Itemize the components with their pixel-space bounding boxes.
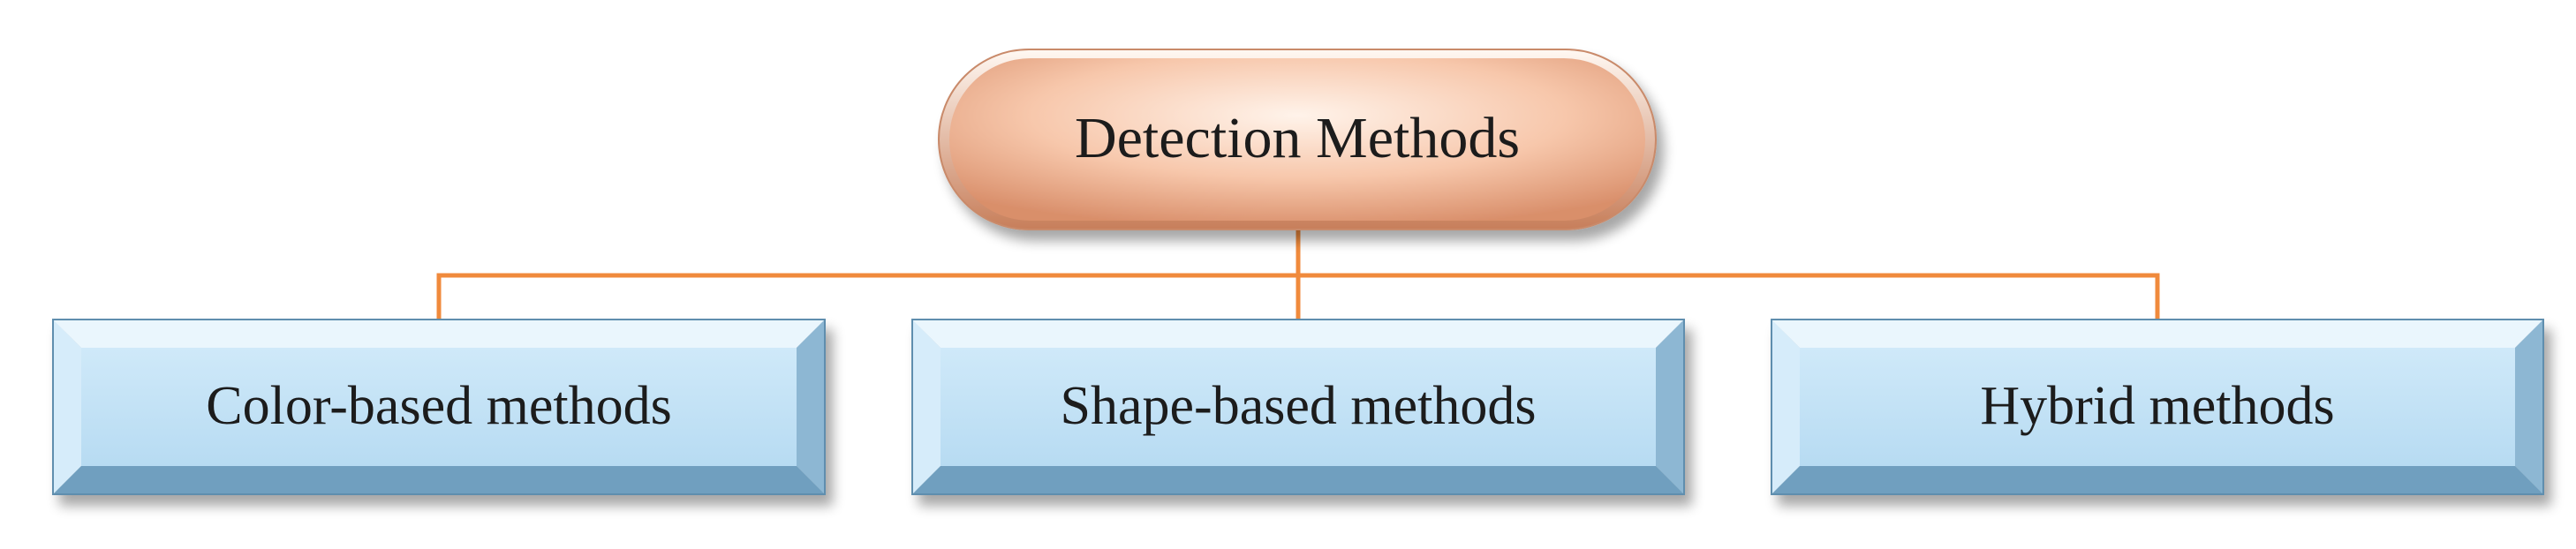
bevel-bottom <box>53 466 825 494</box>
bevel-right <box>797 320 825 494</box>
bevel-top <box>53 320 825 348</box>
child-node-color-based: Color-based methods <box>52 319 826 495</box>
bevel-left <box>1771 320 1800 494</box>
connector-lines <box>436 229 2160 322</box>
child-node-shape-based: Shape-based methods <box>911 319 1685 495</box>
child-node-hybrid: Hybrid methods <box>1771 319 2544 495</box>
bevel-left <box>53 320 81 494</box>
root-node-face <box>949 58 1645 221</box>
bevel-right <box>2515 320 2543 494</box>
bevel-left <box>912 320 941 494</box>
root-node: Detection Methods <box>938 49 1657 230</box>
child-node-label: Shape-based methods <box>1061 376 1537 436</box>
bevel-top <box>1771 320 2543 348</box>
bevel-right <box>1656 320 1684 494</box>
child-node-label: Hybrid methods <box>1980 376 2334 436</box>
box-face <box>81 348 797 466</box>
box-face <box>1800 348 2515 466</box>
box-outline <box>1771 319 2544 495</box>
bevel-bottom <box>912 466 1684 494</box>
bevel-bottom <box>1771 466 2543 494</box>
box-outline <box>52 319 826 495</box>
root-node-label: Detection Methods <box>1075 106 1520 170</box>
box-face <box>941 348 1656 466</box>
child-node-label: Color-based methods <box>206 376 671 436</box>
bevel-top <box>912 320 1684 348</box>
box-outline <box>911 319 1685 495</box>
